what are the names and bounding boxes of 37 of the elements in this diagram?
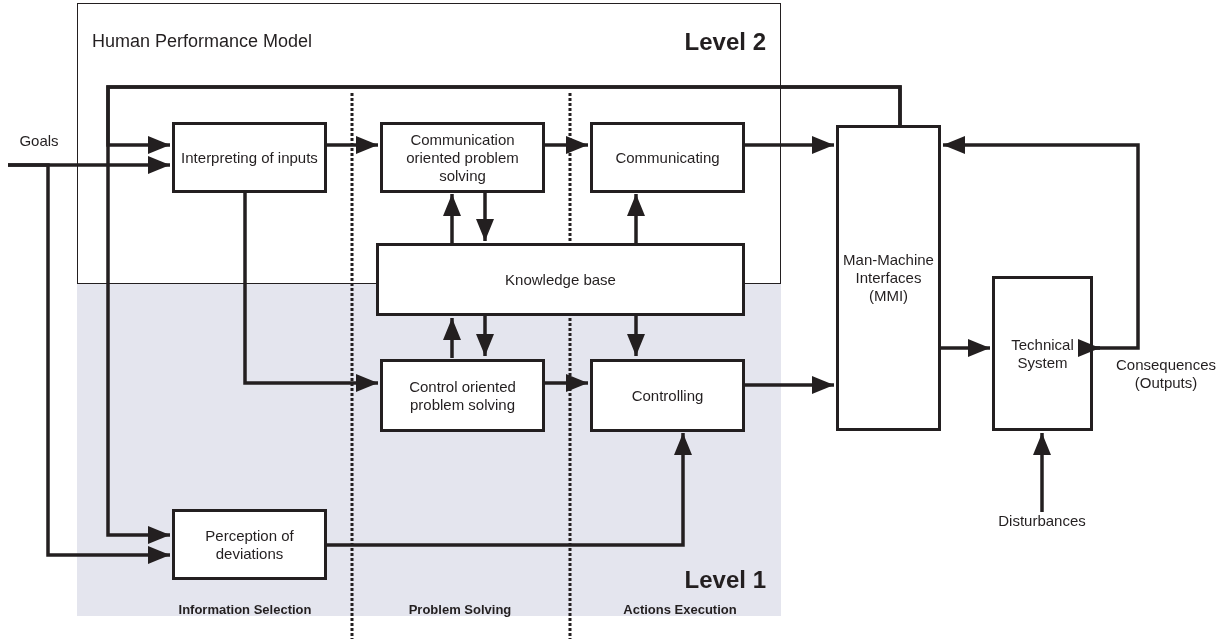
process-box: Technical System — [992, 276, 1093, 431]
arrow — [627, 194, 645, 243]
level-label: Level 1 — [684, 566, 766, 594]
input-label: Disturbances — [992, 512, 1092, 534]
arrow — [627, 316, 645, 356]
arrow — [1033, 433, 1051, 512]
phase-label: Information Selection — [177, 602, 313, 618]
frame-title: Human Performance Model — [92, 31, 313, 52]
arrow — [243, 193, 378, 392]
phase-label: Problem Solving — [407, 602, 513, 618]
model-frame — [77, 3, 781, 616]
arrow — [745, 136, 834, 154]
arrow — [443, 194, 461, 243]
arrow — [106, 85, 902, 544]
arrow — [545, 136, 588, 154]
arrow — [327, 433, 692, 547]
input-label: Goals — [8, 132, 70, 162]
arrow — [327, 136, 378, 154]
arrow — [476, 316, 494, 356]
output-label: Consequences (Outputs) — [1100, 338, 1232, 398]
process-box: Knowledge base — [376, 243, 745, 316]
arrow — [943, 136, 1140, 350]
process-box: Communicating — [590, 122, 745, 193]
arrow — [745, 376, 834, 394]
process-box: Communication oriented problem solving — [380, 122, 545, 193]
arrow — [545, 374, 588, 392]
arrow — [8, 163, 170, 564]
level-label: Level 2 — [684, 28, 766, 56]
process-box: Interpreting of inputs — [172, 122, 327, 193]
phase-label: Actions Execution — [622, 602, 738, 618]
arrow — [443, 318, 461, 358]
process-box: Man-Machine Interfaces (MMI) — [836, 125, 941, 431]
process-box: Controlling — [590, 359, 745, 432]
arrow — [941, 339, 990, 357]
process-box: Perception of deviations — [172, 509, 327, 580]
process-box: Control oriented problem solving — [380, 359, 545, 432]
arrow — [476, 193, 494, 241]
